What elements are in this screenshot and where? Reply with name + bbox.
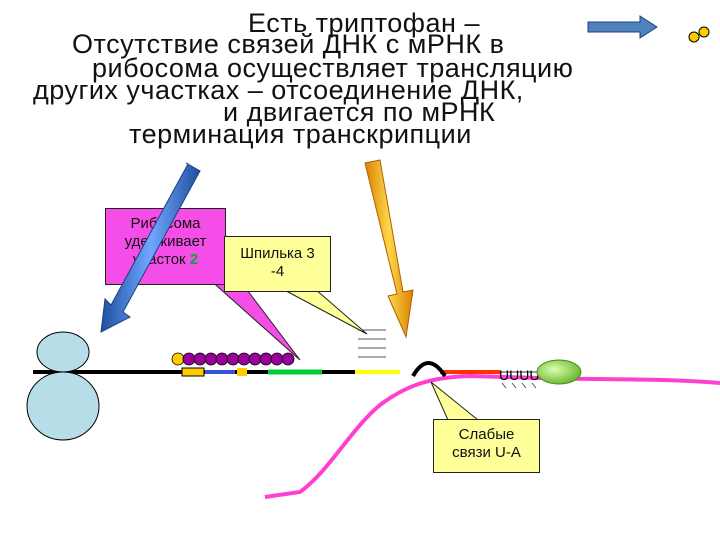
terminator-arch xyxy=(413,363,445,376)
section-number: 2 xyxy=(190,251,198,268)
dots-top-right xyxy=(689,27,709,42)
ribosome-holds-callout: Рибосома удерживает участок 2 xyxy=(105,208,226,285)
weak-bonds-callout: Слабые связи U-A xyxy=(433,419,540,473)
weak-bonds-pointer xyxy=(431,382,478,420)
hairpin-3-4 xyxy=(358,330,386,357)
rna-polymerase xyxy=(537,360,581,384)
callout-line-prefix: участок xyxy=(133,251,190,268)
callout-line: участок 2 xyxy=(106,251,225,269)
title-line-6: терминация транскрипции xyxy=(129,121,472,148)
ribosome-small-subunit xyxy=(37,332,89,372)
strand-mark xyxy=(182,368,204,376)
callout-line: -4 xyxy=(225,263,330,281)
ribosome-large-subunit xyxy=(27,372,99,440)
uuuu-label: UUUU xyxy=(499,367,539,383)
strand-mark xyxy=(237,368,247,376)
callout-line: Шпилька 3 xyxy=(225,245,330,263)
hairpin-callout: Шпилька 3 -4 xyxy=(224,236,331,292)
blue-arrow-right xyxy=(588,16,657,38)
weak-bond-ticks xyxy=(502,383,536,388)
callout-line: Рибосома xyxy=(106,215,225,233)
peptide-chain xyxy=(172,353,294,365)
callout-line: удерживает xyxy=(106,233,225,251)
callout-line: связи U-A xyxy=(434,444,539,462)
callout-line: Слабые xyxy=(434,426,539,444)
